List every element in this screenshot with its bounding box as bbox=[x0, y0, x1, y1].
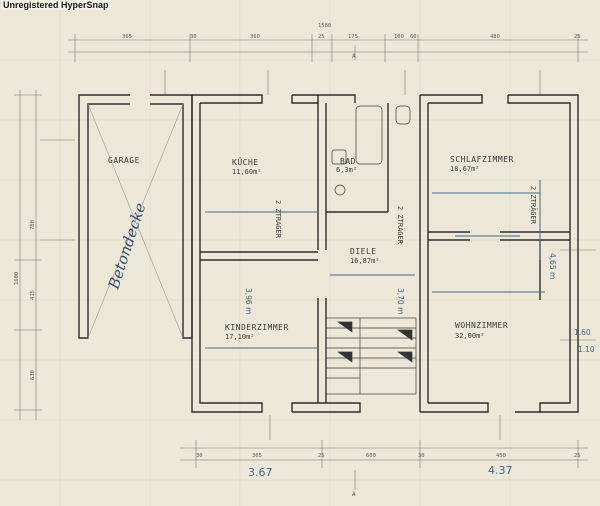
dim-bottom-seg-6: 25 bbox=[574, 453, 581, 459]
dim-left-seg-2: 630 bbox=[30, 370, 36, 380]
dim-top-seg-4: 175 bbox=[348, 34, 358, 40]
handwritten-bottom-right: 4.37 bbox=[488, 464, 513, 477]
dim-bottom-seg-3: 600 bbox=[366, 453, 376, 459]
handwritten-span-right: 4,65 m bbox=[548, 253, 557, 279]
room-area-schlafzimmer: 18,67m² bbox=[450, 165, 480, 173]
watermark: Unregistered HyperSnap bbox=[1, 0, 111, 10]
span-arrows bbox=[205, 180, 545, 349]
room-area-diele: 16,87m² bbox=[350, 257, 380, 265]
room-label-bad: BAD bbox=[340, 157, 356, 166]
dim-top-seg-7: 480 bbox=[490, 34, 500, 40]
dim-bottom-seg-4: 30 bbox=[418, 453, 425, 459]
staircase bbox=[325, 317, 417, 395]
dim-top-total: 1580 bbox=[318, 23, 331, 29]
axis-mark-bottom: A bbox=[352, 491, 356, 498]
room-label-kinderzimmer: KINDERZIMMER bbox=[225, 323, 289, 332]
walls bbox=[78, 94, 579, 413]
dim-left-seg-1: 415 bbox=[30, 290, 36, 300]
beam-label-left: 2 ZTRAGER bbox=[274, 200, 282, 239]
dimension-lines bbox=[14, 34, 596, 490]
room-label-schlafzimmer: SCHLAFZIMMER bbox=[450, 155, 514, 164]
handwritten-side-b: 1.10 bbox=[578, 345, 595, 354]
room-label-diele: DIELE bbox=[350, 247, 377, 256]
room-area-wohnzimmer: 32,00m² bbox=[455, 332, 485, 340]
dim-top-seg-8: 25 bbox=[574, 34, 581, 40]
dim-top-seg-2: 360 bbox=[250, 34, 260, 40]
handwritten-bottom-left: 3.67 bbox=[248, 466, 273, 479]
dim-top-seg-0: 365 bbox=[122, 34, 132, 40]
garage-diagonals bbox=[87, 103, 184, 339]
beam-label-right: 2 ZTRÄGER bbox=[529, 186, 538, 225]
dim-top-seg-6: 60 bbox=[410, 34, 417, 40]
handwritten-span-mid: 3,70 m bbox=[396, 288, 405, 314]
dim-bottom-seg-1: 365 bbox=[252, 453, 262, 459]
dim-left-total: 1600 bbox=[14, 272, 20, 285]
axis-mark-top: A bbox=[352, 53, 356, 60]
dim-top-seg-5: 100 bbox=[394, 34, 404, 40]
room-label-wohnzimmer: WOHNZIMMER bbox=[455, 321, 508, 330]
room-area-kueche: 11,60m² bbox=[232, 168, 262, 176]
room-label-garage: GARAGE bbox=[108, 156, 140, 165]
handwritten-garage-note: Betondecke bbox=[104, 200, 149, 292]
dim-bottom-seg-5: 450 bbox=[496, 453, 506, 459]
dim-left-seg-0: 700 bbox=[30, 220, 36, 230]
dim-bottom-seg-2: 25 bbox=[318, 453, 325, 459]
dim-bottom-seg-0: 30 bbox=[196, 453, 203, 459]
bathroom-fixtures bbox=[331, 105, 411, 196]
room-area-bad: 6,3m² bbox=[336, 166, 357, 174]
handwritten-side-a: 1.60 bbox=[574, 328, 591, 337]
handwritten-span-left: 3,96 m bbox=[244, 288, 253, 314]
dim-top-seg-3: 25 bbox=[318, 34, 325, 40]
room-area-kinderzimmer: 17,10m² bbox=[225, 333, 255, 341]
dim-top-seg-1: 30 bbox=[190, 34, 197, 40]
beam-label-mid: 2 ZTRÄGER bbox=[396, 206, 405, 245]
room-label-kueche: KÜCHE bbox=[232, 157, 259, 167]
